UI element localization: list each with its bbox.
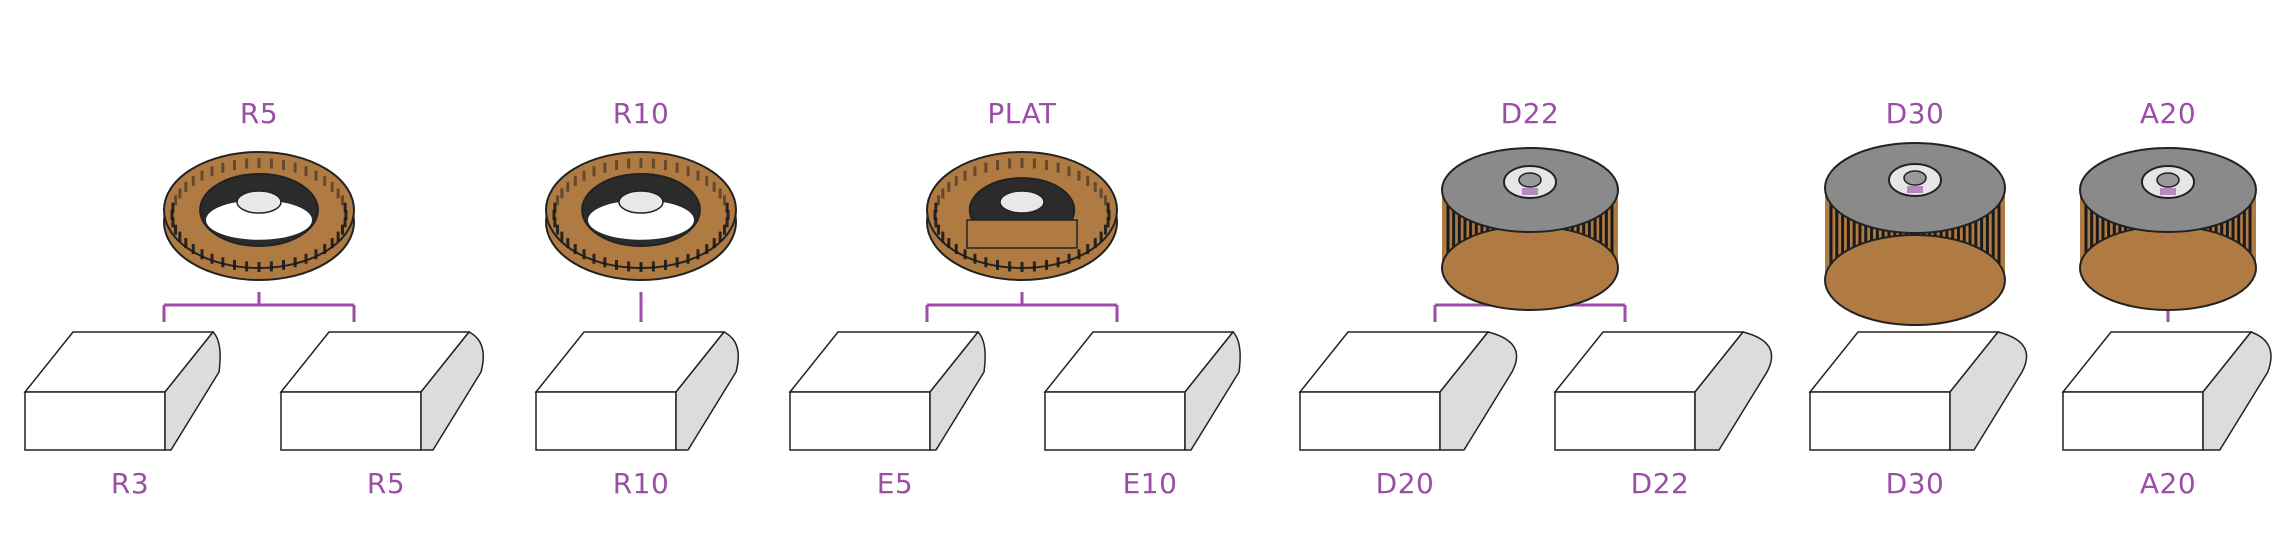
stone-e10-4 — [1043, 330, 1241, 451]
profile-label-d22: D22 — [1630, 467, 1690, 500]
stone-d20-5 — [1298, 331, 1518, 451]
drum-bottom — [1824, 234, 2006, 326]
stone-e5-3 — [788, 330, 986, 451]
stone-edge — [1184, 330, 1241, 451]
wheel-hub — [236, 190, 282, 214]
stone-r10-2 — [534, 331, 739, 451]
profile-label-e5: E5 — [876, 467, 914, 500]
stone-edge — [1949, 331, 2028, 451]
drum-nut-hole — [2156, 172, 2180, 188]
drum-bottom — [2079, 225, 2257, 311]
drum-bottom — [1441, 225, 1619, 311]
stone-r3-0 — [23, 330, 221, 451]
drum-nut-marker — [1522, 188, 1538, 195]
stone-a20-8 — [2061, 331, 2272, 451]
profile-label-a20: A20 — [2139, 467, 2197, 500]
stone-edge — [2202, 331, 2272, 451]
wheel-d22 — [1441, 147, 1619, 311]
wheel-d30 — [1824, 142, 2006, 326]
stone-d22-6 — [1553, 331, 1773, 451]
wheel-label-r5: R5 — [239, 97, 279, 130]
stone-front — [1044, 391, 1186, 451]
stone-front — [1809, 391, 1951, 451]
stone-d30-7 — [1808, 331, 2028, 451]
stone-edge — [929, 330, 986, 451]
stone-front — [1554, 391, 1696, 451]
profile-label-e10: E10 — [1122, 467, 1178, 500]
wheel-plat — [926, 151, 1118, 281]
wheel-label-a20: A20 — [2139, 97, 2197, 130]
stone-front — [789, 391, 931, 451]
profile-label-d30: D30 — [1885, 467, 1945, 500]
stone-front — [280, 391, 422, 451]
profile-label-r3: R3 — [110, 467, 150, 500]
profile-label-r5: R5 — [366, 467, 406, 500]
stone-edge — [420, 331, 484, 451]
drum-nut-hole — [1903, 170, 1927, 186]
wheel-hub — [618, 190, 664, 214]
wheel-label-d30: D30 — [1885, 97, 1945, 130]
wheel-label-d22: D22 — [1500, 97, 1560, 130]
stone-edge — [1694, 331, 1773, 451]
stone-front — [24, 391, 166, 451]
wheel-a20 — [2079, 147, 2257, 311]
stone-front — [535, 391, 677, 451]
wheel-opening — [205, 200, 313, 240]
drum-nut-marker — [2160, 188, 2176, 195]
wheel-r5 — [163, 151, 355, 281]
stone-profiles — [23, 330, 2272, 451]
wheel-label-r10: R10 — [612, 97, 670, 130]
stone-edge — [675, 331, 739, 451]
profile-label-r10: R10 — [612, 467, 670, 500]
drum-nut-hole — [1518, 172, 1542, 188]
wheel-opening — [587, 200, 695, 240]
wheel-hub — [999, 190, 1045, 214]
wheel-label-plat: PLAT — [987, 97, 1057, 130]
stone-edge — [164, 330, 221, 451]
stone-front — [1299, 391, 1441, 451]
stone-r5-1 — [279, 331, 484, 451]
profile-label-d20: D20 — [1375, 467, 1435, 500]
drum-nut-marker — [1907, 186, 1923, 193]
stone-front — [2062, 391, 2204, 451]
stone-edge — [1439, 331, 1518, 451]
wheel-r10 — [545, 151, 737, 281]
wheels — [163, 142, 2257, 326]
wheel-inner-wall — [966, 219, 1078, 249]
